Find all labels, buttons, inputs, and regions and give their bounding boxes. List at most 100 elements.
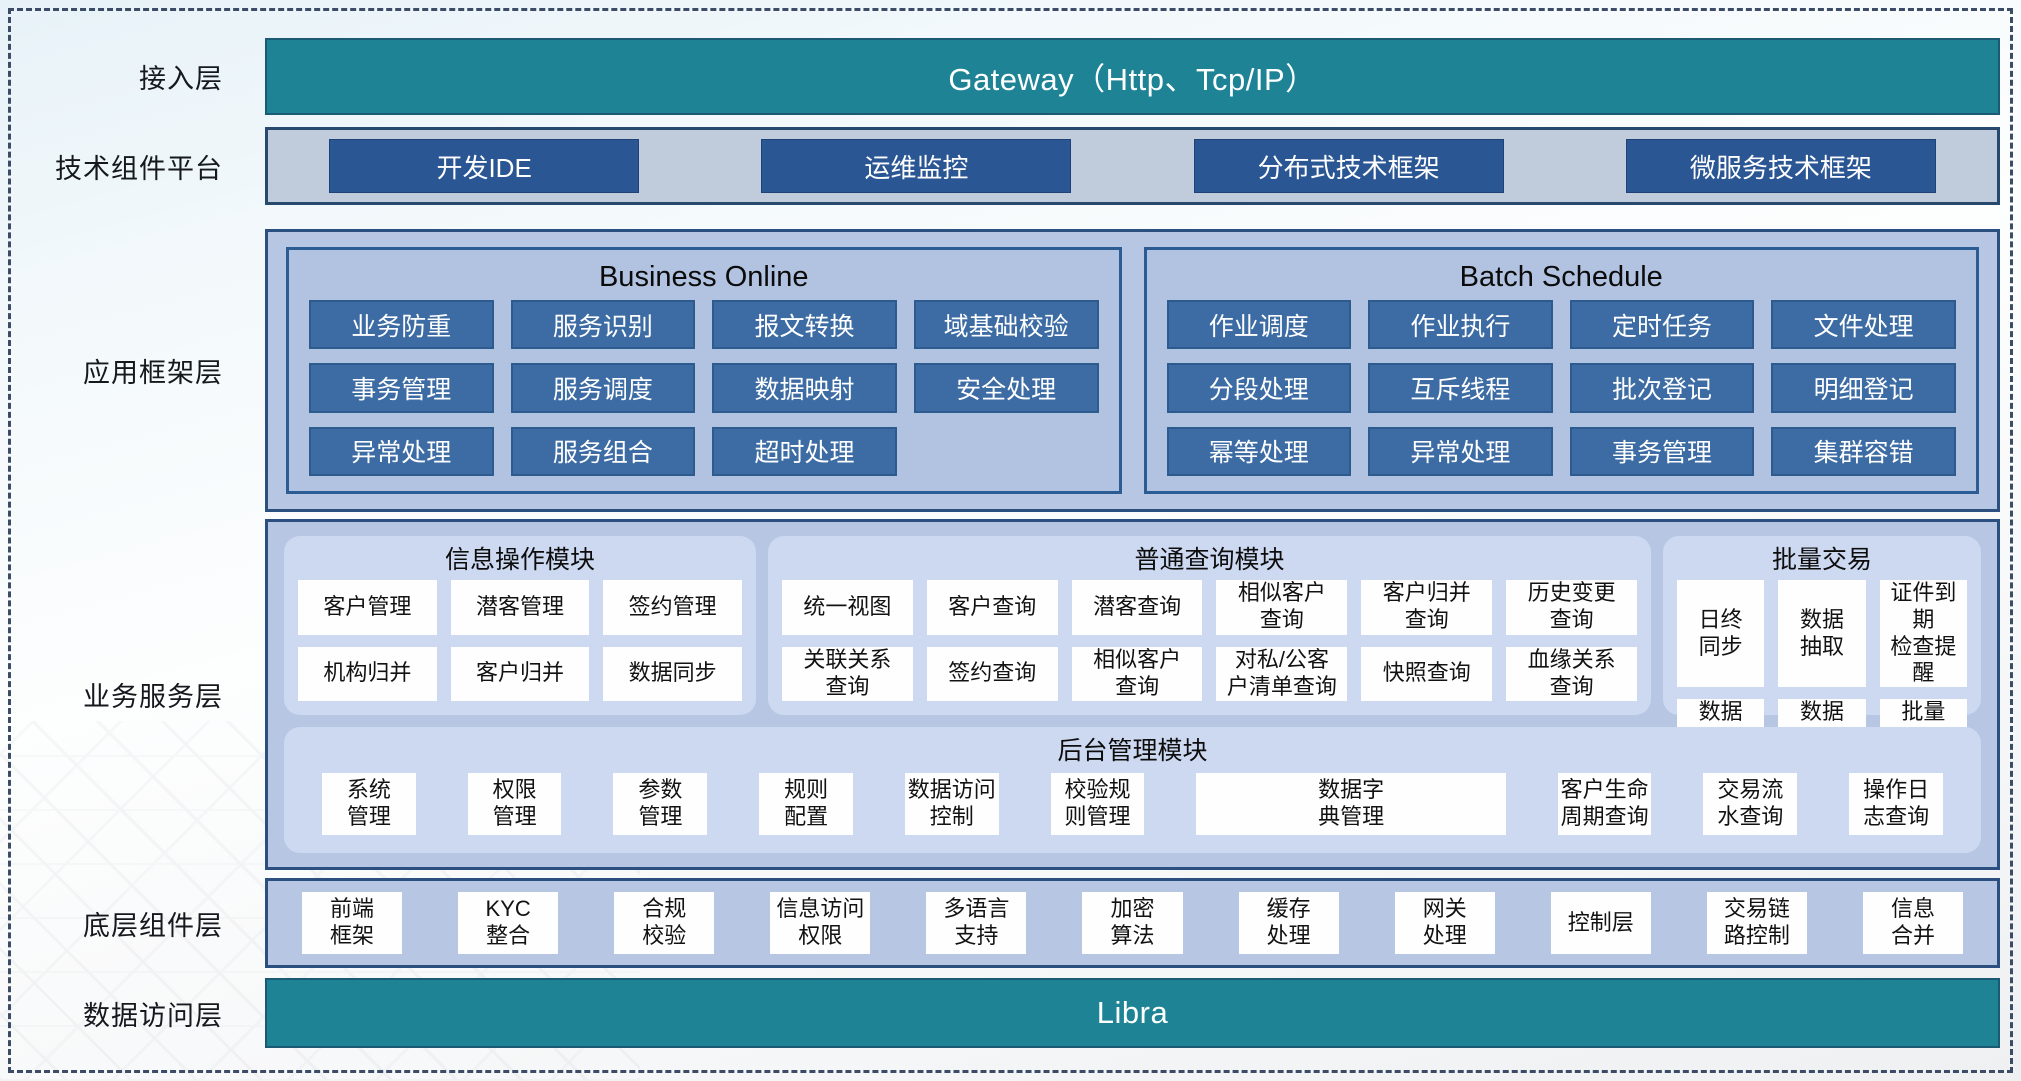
- base-component-item: 控制层: [1550, 892, 1651, 954]
- info-operation-item: 客户管理: [298, 580, 437, 635]
- batch-trade-title: 批量交易: [1771, 546, 1872, 574]
- info-operation-title: 信息操作模块: [444, 546, 595, 574]
- batch-trade-item: 日终 同步: [1677, 580, 1765, 688]
- base-component-item: 信息 合并: [1862, 892, 1964, 954]
- base-component-item: 缓存 处理: [1238, 892, 1339, 954]
- batch-schedule-item: 作业执行: [1368, 300, 1553, 350]
- layer-label-access: 接入层: [139, 64, 223, 94]
- info-operation-item: 机构归并: [298, 646, 437, 701]
- base-component-item: KYC 整合: [458, 892, 559, 954]
- batch-schedule-grid: 作业调度作业执行定时任务文件处理分段处理互斥线程批次登记明细登记幂等处理异常处理…: [1166, 300, 1956, 476]
- admin-module-item: 客户生命周期查询: [1557, 773, 1652, 835]
- info-operation-item: 客户归并: [450, 646, 590, 701]
- batch-schedule-item: 批次登记: [1569, 363, 1755, 413]
- layer-label-business-service: 业务服务层: [83, 682, 223, 712]
- business-online-item: 异常处理: [309, 426, 494, 476]
- business-online-item: 服务组合: [510, 426, 696, 476]
- layer-data-access: 数据访问层 Libra: [8, 978, 2013, 1048]
- layer-access: 接入层 Gateway（Http、Tcp/IP）: [8, 38, 2013, 115]
- general-query-item: 对私/公客 户清单查询: [1216, 646, 1348, 701]
- general-query-item: 血缘关系 查询: [1506, 646, 1637, 701]
- info-operation-item: 数据同步: [603, 646, 742, 701]
- batch-schedule-item: 幂等处理: [1166, 426, 1352, 476]
- admin-module-item: 校验规 则管理: [1050, 773, 1145, 835]
- business-online-item: 安全处理: [913, 363, 1099, 413]
- business-online-item: 超时处理: [712, 426, 897, 476]
- admin-module-title: 后台管理模块: [1057, 737, 1208, 765]
- tech-component-box: 运维监控: [761, 139, 1072, 193]
- admin-module-item: 系统 管理: [322, 773, 416, 835]
- batch-schedule-item: 分段处理: [1166, 363, 1352, 413]
- business-online-item: 事务管理: [309, 363, 494, 413]
- general-query-item: 客户归并 查询: [1361, 580, 1493, 635]
- admin-module-item: 参数 管理: [613, 773, 708, 835]
- batch-schedule-item: 定时任务: [1569, 300, 1755, 350]
- layer-app-framework: 应用框架层 Business Online 业务防重服务识别报文转换域基础校验事…: [8, 229, 2013, 512]
- business-online-grid: 业务防重服务识别报文转换域基础校验事务管理服务调度数据映射安全处理异常处理服务组…: [309, 300, 1099, 476]
- general-query-item: 相似客户 查询: [1071, 646, 1203, 701]
- business-online-box: Business Online 业务防重服务识别报文转换域基础校验事务管理服务调…: [286, 247, 1122, 494]
- info-operation-item: 潜客管理: [450, 580, 590, 635]
- general-query-module: 普通查询模块 统一视图客户查询潜客查询相似客户 查询客户归并 查询历史变更 查询…: [768, 536, 1651, 715]
- base-component-item: 多语言 支持: [926, 892, 1027, 954]
- tech-component-box: 微服务技术框架: [1625, 139, 1936, 193]
- admin-module-item: 数据访问 控制: [904, 773, 999, 835]
- layer-label-data-access: 数据访问层: [83, 1000, 223, 1031]
- general-query-item: 统一视图: [782, 580, 913, 635]
- info-operation-grid: 客户管理潜客管理签约管理机构归并客户归并数据同步: [298, 580, 742, 701]
- layer-tech-platform: 技术组件平台 开发IDE 运维监控 分布式技术框架 微服务技术框架: [8, 127, 2013, 205]
- batch-schedule-item: 互斥线程: [1368, 363, 1553, 413]
- business-online-title: Business Online: [598, 261, 809, 293]
- batch-schedule-item: 异常处理: [1368, 426, 1553, 476]
- business-online-item: 服务调度: [510, 363, 696, 413]
- info-operation-item: 签约管理: [603, 580, 742, 635]
- layer-label-app-framework: 应用框架层: [83, 358, 223, 388]
- business-online-item: 域基础校验: [913, 300, 1099, 350]
- business-online-item: 服务识别: [510, 300, 696, 350]
- admin-module: 后台管理模块 系统 管理权限 管理参数 管理规则 配置数据访问 控制校验规 则管…: [284, 727, 1981, 853]
- batch-schedule-item: 明细登记: [1771, 363, 1956, 413]
- base-component-item: 交易链 路控制: [1706, 892, 1807, 954]
- business-service-box: 信息操作模块 客户管理潜客管理签约管理机构归并客户归并数据同步 普通查询模块 统…: [265, 519, 2000, 870]
- general-query-item: 潜客查询: [1071, 580, 1203, 635]
- layer-label-tech-platform: 技术组件平台: [55, 153, 223, 184]
- base-component-item: 前端 框架: [302, 892, 403, 954]
- general-query-title: 普通查询模块: [1134, 546, 1285, 574]
- admin-module-item: 权限 管理: [467, 773, 562, 835]
- general-query-item: 客户查询: [926, 580, 1058, 635]
- tech-platform-strip: 开发IDE 运维监控 分布式技术框架 微服务技术框架: [265, 127, 2000, 205]
- base-component-item: 信息访问 权限: [770, 892, 871, 954]
- base-component-item: 合规 校验: [614, 892, 715, 954]
- admin-module-item: 操作日 志查询: [1849, 773, 1943, 835]
- batch-trade-item: 证件到期 检查提醒: [1879, 580, 1967, 688]
- general-query-item: 签约查询: [926, 646, 1058, 701]
- tech-component-box: 开发IDE: [329, 139, 640, 193]
- batch-schedule-item: 作业调度: [1166, 300, 1352, 350]
- libra-bar: Libra: [265, 978, 2000, 1048]
- base-component-item: 加密 算法: [1082, 892, 1183, 954]
- layer-base-components: 底层组件层 前端 框架 KYC 整合合规 校验信息访问 权限多语言 支持加密 算法…: [8, 878, 2013, 968]
- business-service-top-row: 信息操作模块 客户管理潜客管理签约管理机构归并客户归并数据同步 普通查询模块 统…: [284, 536, 1981, 753]
- batch-schedule-item: 事务管理: [1569, 426, 1755, 476]
- general-query-grid: 统一视图客户查询潜客查询相似客户 查询客户归并 查询历史变更 查询关联关系 查询…: [782, 580, 1637, 701]
- general-query-item: 相似客户 查询: [1216, 580, 1348, 635]
- admin-module-items: 系统 管理权限 管理参数 管理规则 配置数据访问 控制校验规 则管理数据字 典管…: [298, 771, 1967, 839]
- business-online-item: 数据映射: [712, 363, 897, 413]
- batch-schedule-title: Batch Schedule: [1459, 261, 1663, 293]
- tech-component-box: 分布式技术框架: [1193, 139, 1504, 193]
- layer-label-base-components: 底层组件层: [83, 910, 223, 941]
- gateway-bar: Gateway（Http、Tcp/IP）: [265, 38, 2000, 115]
- general-query-item: 关联关系 查询: [782, 646, 913, 701]
- batch-schedule-box: Batch Schedule 作业调度作业执行定时任务文件处理分段处理互斥线程批…: [1143, 247, 1979, 494]
- admin-module-item: 交易流 水查询: [1703, 773, 1798, 835]
- batch-schedule-item: 文件处理: [1771, 300, 1956, 350]
- general-query-item: 历史变更 查询: [1506, 580, 1637, 635]
- business-online-item: 业务防重: [309, 300, 494, 350]
- business-online-item: 报文转换: [712, 300, 897, 350]
- layer-business-service: 业务服务层 信息操作模块 客户管理潜客管理签约管理机构归并客户归并数据同步 普通…: [8, 519, 2013, 870]
- info-operation-module: 信息操作模块 客户管理潜客管理签约管理机构归并客户归并数据同步: [284, 536, 756, 715]
